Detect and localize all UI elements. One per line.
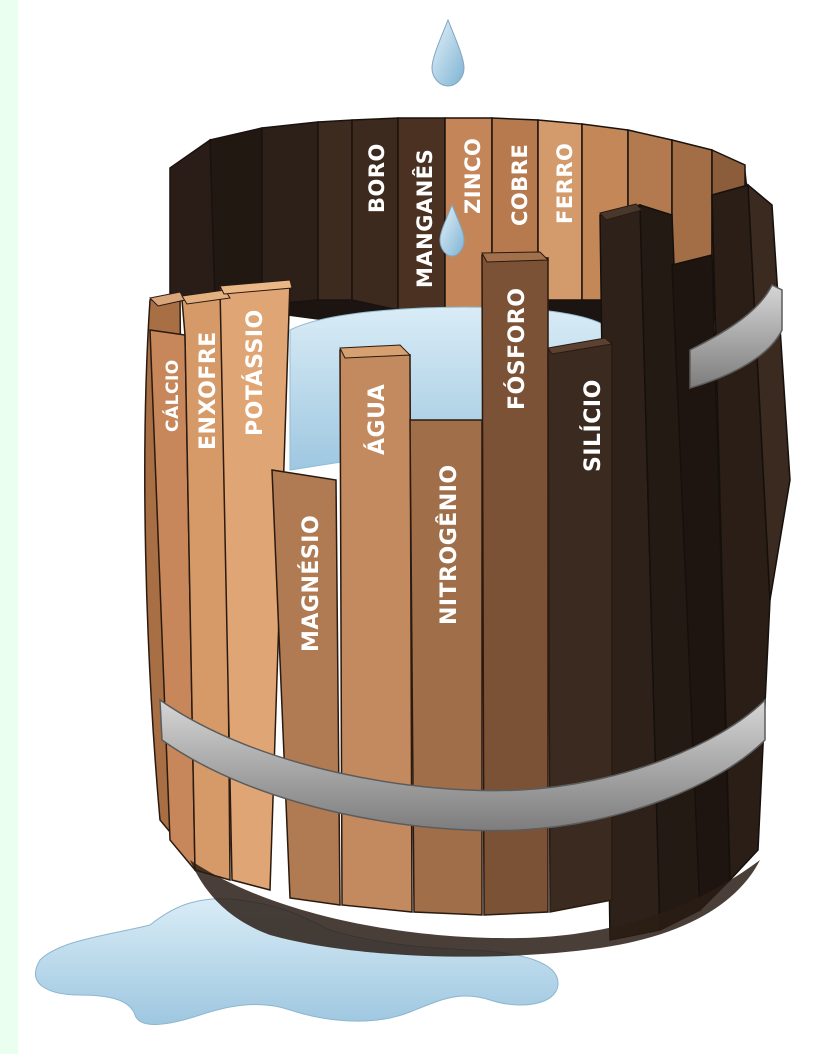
right-staves xyxy=(600,185,790,940)
label-magnesio: MAGNÉSIO xyxy=(298,515,324,652)
label-manganes: MANGANÊS xyxy=(412,149,437,288)
falling-drop-icon xyxy=(432,20,464,86)
label-potassio: POTÁSSIO xyxy=(242,309,268,436)
label-fosforo: FÓSFORO xyxy=(504,288,530,410)
label-cobre: COBRE xyxy=(508,144,532,226)
label-ferro: FERRO xyxy=(553,143,577,224)
label-agua: ÁGUA xyxy=(364,384,390,455)
label-calcio: CÁLCIO xyxy=(161,359,183,432)
label-enxofre: ENXOFRE xyxy=(196,331,221,450)
label-nitrogenio: NITROGÊNIO xyxy=(436,464,462,625)
label-silicio: SILÍCIO xyxy=(580,379,606,472)
label-boro: BORO xyxy=(365,143,389,213)
label-zinco: ZINCO xyxy=(461,138,485,214)
